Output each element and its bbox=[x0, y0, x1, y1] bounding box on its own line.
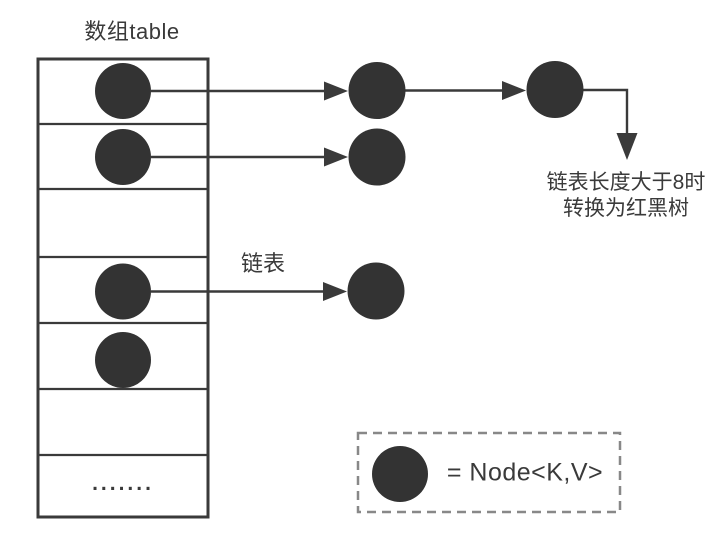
array-title: 数组table bbox=[84, 19, 180, 44]
node-circle bbox=[526, 61, 584, 118]
arrow-head bbox=[502, 81, 526, 100]
array-outline bbox=[36, 57, 210, 519]
treeify-note: 链表长度大于8时 转换为红黑树 bbox=[547, 170, 706, 222]
legend-node-circle bbox=[372, 446, 428, 502]
elbow-arrow-line bbox=[583, 88, 629, 134]
arrow-head-down bbox=[616, 133, 638, 160]
ellipsis-label: ....... bbox=[92, 472, 154, 495]
nodes bbox=[95, 61, 584, 388]
node-circle bbox=[95, 129, 151, 185]
arrow-lines bbox=[151, 88, 629, 293]
node-circle bbox=[347, 262, 405, 320]
node-circle bbox=[348, 128, 406, 186]
treeify-note-line1: 链表长度大于8时 bbox=[546, 171, 706, 194]
node-circle bbox=[95, 63, 151, 119]
arrow-head bbox=[324, 81, 348, 101]
arrow-head bbox=[323, 282, 347, 301]
node-circle bbox=[348, 62, 406, 119]
legend-box bbox=[356, 431, 622, 514]
node-circle bbox=[95, 332, 151, 388]
arrow-heads bbox=[323, 81, 638, 301]
array-table bbox=[36, 57, 210, 519]
treeify-note-line2: 转换为红黑树 bbox=[563, 197, 689, 220]
node-circle bbox=[95, 263, 151, 320]
arrow-head bbox=[324, 147, 348, 167]
legend-text: = Node<K,V> bbox=[446, 458, 604, 487]
linked-list-label: 链表 bbox=[240, 251, 286, 276]
legend-border bbox=[356, 431, 622, 514]
